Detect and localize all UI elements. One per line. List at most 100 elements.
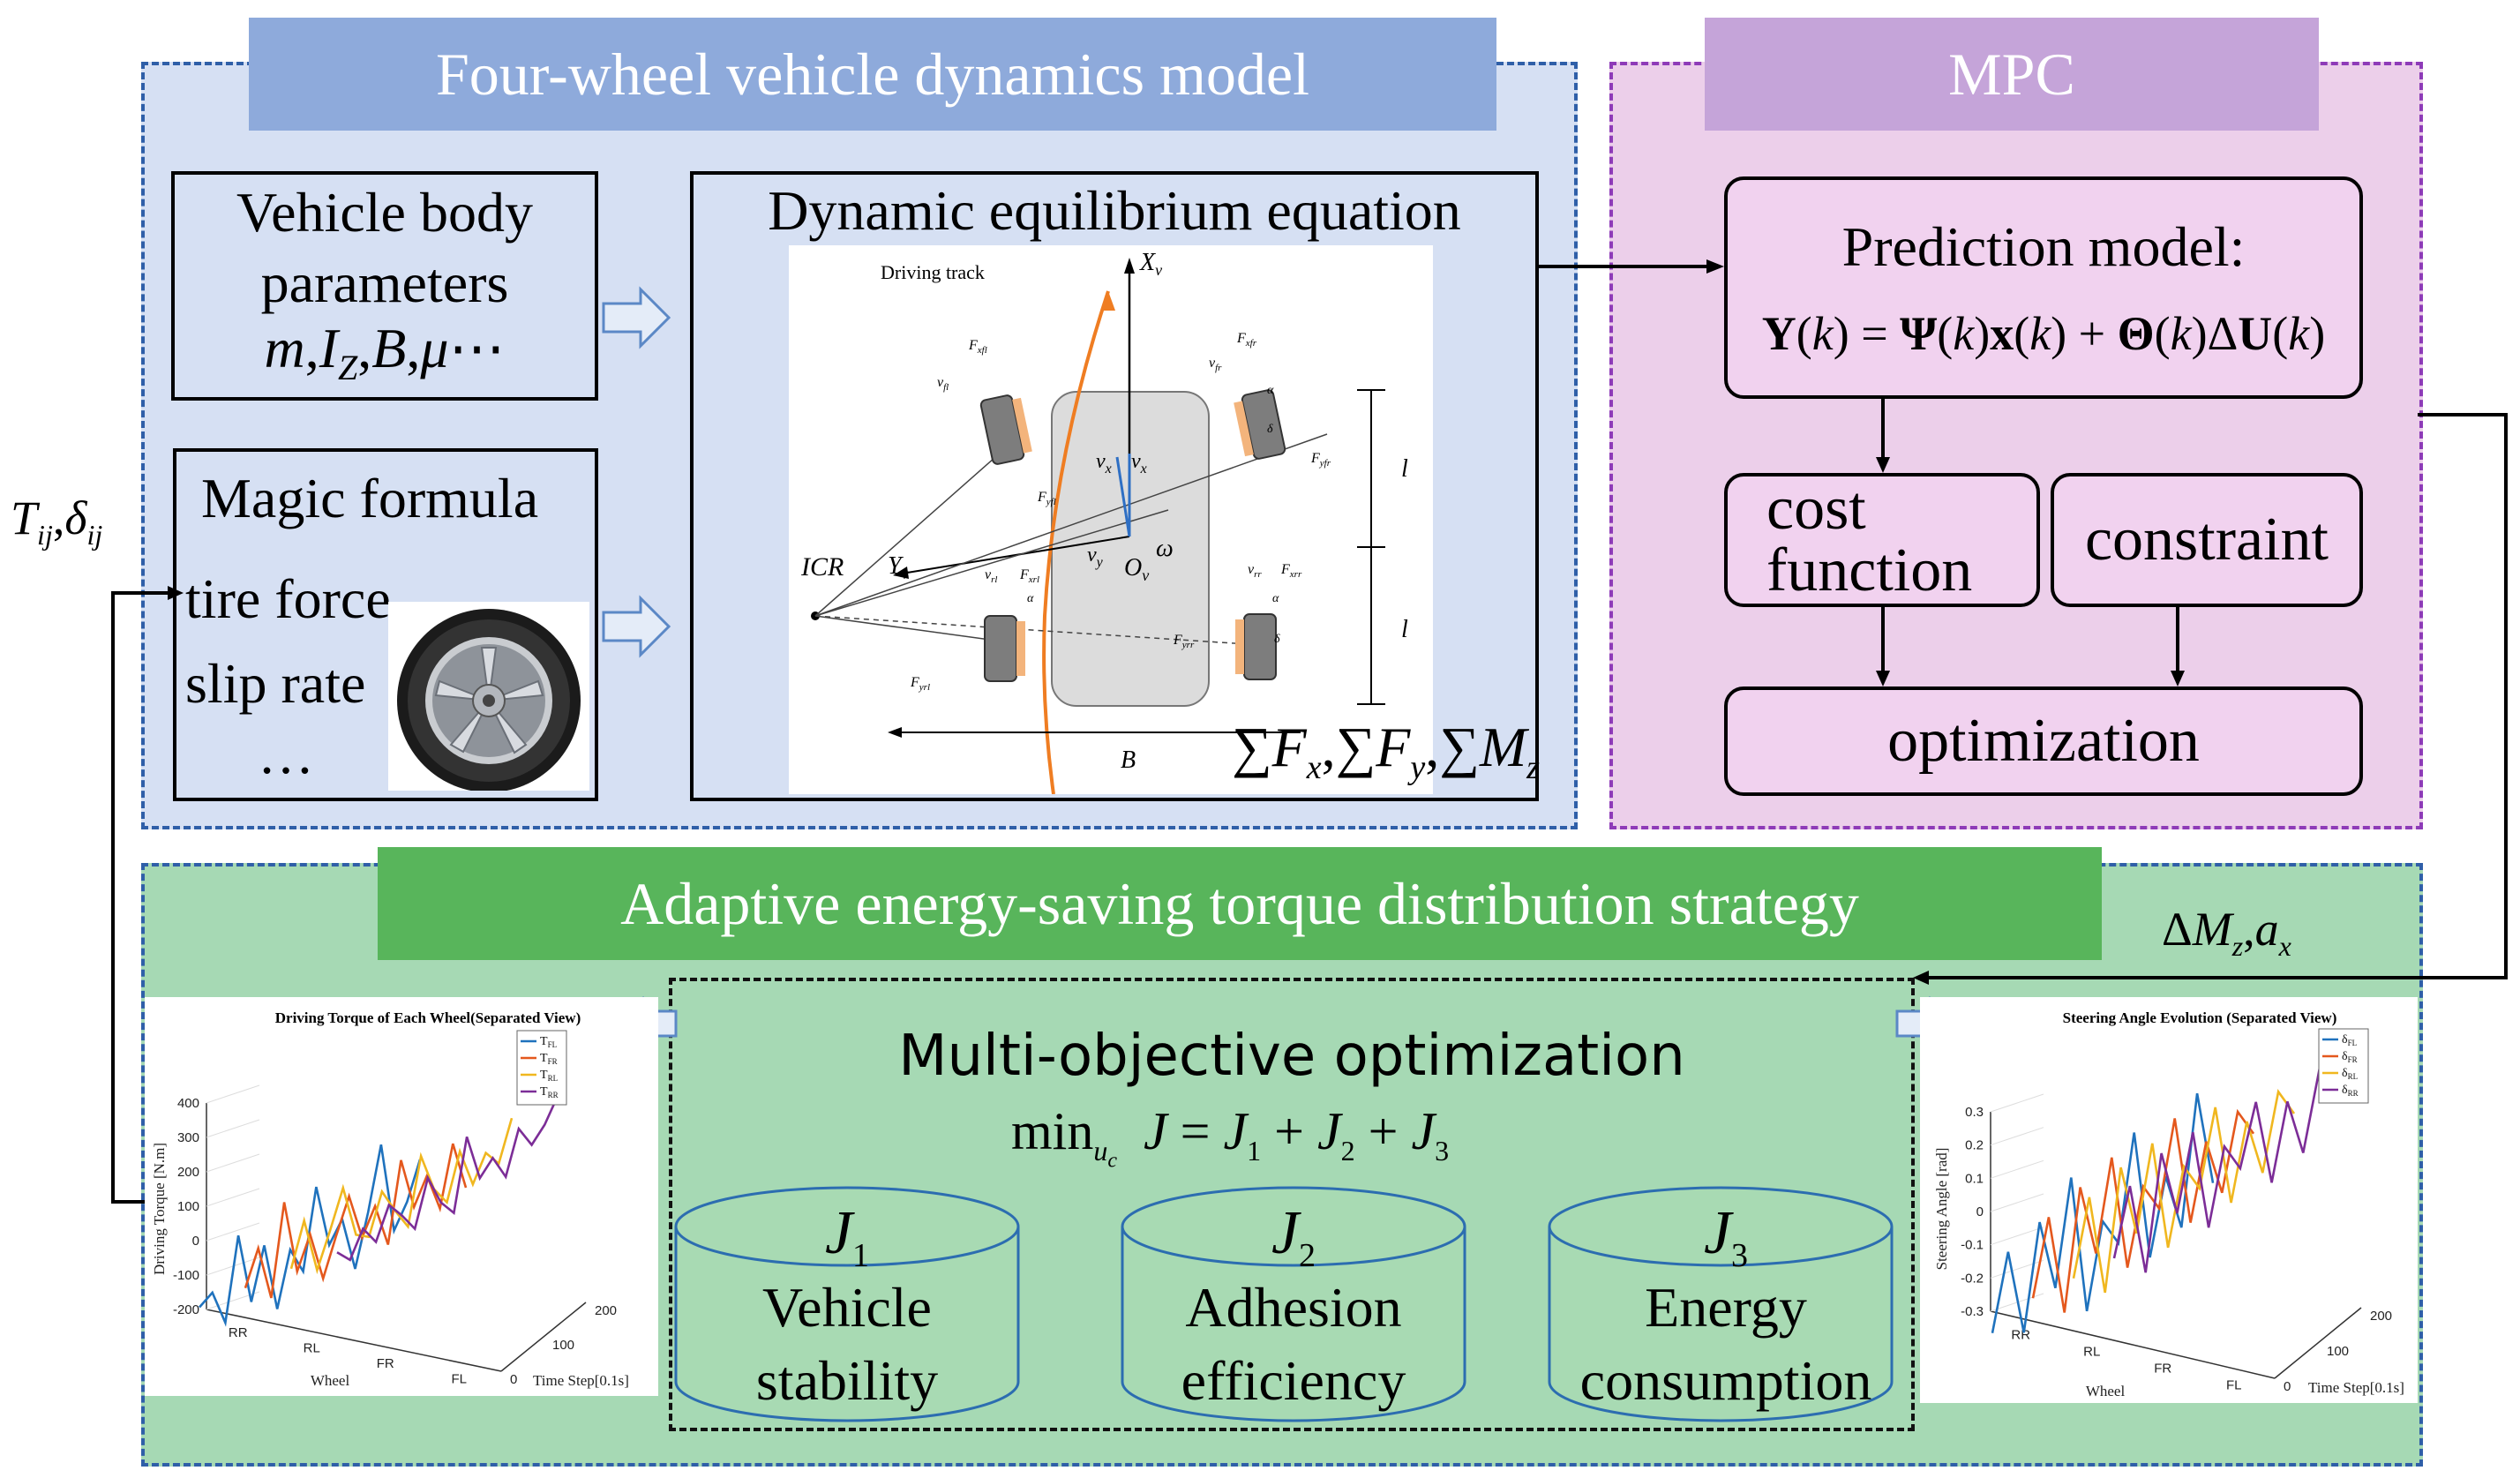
moo-box (669, 978, 1915, 1431)
prediction-model-title: Prediction model: (1841, 215, 2246, 278)
mpc-banner: MPC (1705, 18, 2319, 131)
cylinder-3-J: J3 (1703, 1199, 1749, 1274)
z-tick-label: 0.1 (1965, 1171, 1984, 1186)
cost-function-box: cost function (1724, 473, 2040, 607)
grid-line (1990, 1127, 2044, 1146)
magic-formula-line2: slip rate (185, 652, 366, 715)
dynamics-banner: Four-wheel vehicle dynamics model (249, 18, 1496, 131)
svg-text:ω: ω (1156, 535, 1174, 562)
wheel-axis-label: Wheel (2086, 1383, 2126, 1399)
svg-text:vx: vx (1096, 450, 1112, 476)
legend-entry: δRR (2342, 1084, 2359, 1098)
z-tick-label: -200 (173, 1302, 199, 1317)
svg-text:l: l (1401, 455, 1408, 483)
hollow-arrow-magic (602, 595, 671, 658)
legend-entry: TFR (540, 1052, 558, 1066)
legend-entry: TRL (540, 1069, 558, 1083)
z-tick-label: -0.2 (1961, 1271, 1984, 1286)
grid-line (1990, 1159, 2044, 1179)
magic-formula-line1: tire force (185, 567, 391, 630)
wheel-axis (206, 1309, 502, 1372)
series-line (2112, 1069, 2336, 1273)
time-tick-label: 200 (2370, 1309, 2392, 1324)
wheel-tick-label: RR (2011, 1328, 2030, 1343)
svg-text:α: α (1272, 592, 1279, 605)
prediction-model-box: Prediction model: Y(k) = Ψ(k)x(k) + Θ(k)… (1724, 176, 2363, 399)
time-tick-label: 0 (510, 1372, 517, 1387)
time-tick-label: 200 (595, 1303, 617, 1318)
torque-plot-panel: Driving Torque of Each Wheel(Separated V… (145, 997, 658, 1396)
svg-text:Fxfr: Fxfr (1236, 331, 1257, 349)
svg-text:Fxfl: Fxfl (968, 338, 987, 356)
z-tick-label: 0 (192, 1234, 199, 1249)
svg-text:Ov: Ov (1124, 554, 1149, 584)
svg-text:vy: vy (1087, 544, 1104, 570)
z-tick-label: -100 (173, 1268, 199, 1283)
inputs-label: Tij,δij (11, 491, 103, 551)
svg-text:vrr: vrr (1248, 562, 1262, 580)
equilibrium-box: Dynamic equilibrium equation (690, 171, 1539, 801)
series-line (336, 1095, 559, 1262)
legend-entry: TRR (540, 1085, 559, 1099)
moo-objective: minuc J = J1 + J2 + J3 (1011, 1102, 1450, 1173)
time-axis-label: Time Step[0.1s] (533, 1372, 629, 1389)
cylinder-2-J: J2 (1271, 1199, 1316, 1274)
z-tick-label: 0.2 (1965, 1138, 1984, 1153)
svg-text:Fyrl: Fyrl (910, 675, 930, 693)
svg-text:vfr: vfr (1209, 356, 1222, 373)
optimization-box: optimization (1724, 686, 2363, 796)
grid-line (1990, 1193, 2044, 1212)
z-axis-label: Steering Angle [rad] (1933, 1148, 1950, 1271)
wheel-tick-label: RL (304, 1340, 320, 1355)
wheel-tick-label: FL (451, 1371, 467, 1386)
svg-text:α: α (1267, 384, 1274, 397)
prediction-model-equation: Y(k) = Ψ(k)x(k) + Θ(k)ΔU(k) (1761, 307, 2326, 360)
wheel-tick-label: RR (229, 1325, 248, 1340)
grid-line (206, 1188, 260, 1207)
time-axis-label: Time Step[0.1s] (2308, 1379, 2404, 1396)
time-axis (500, 1302, 587, 1372)
vehicle-body-line1: Vehicle body (236, 181, 533, 244)
wheel-tick-label: FL (2226, 1378, 2242, 1393)
tire-image (388, 602, 589, 791)
svg-text:Fyrr: Fyrr (1173, 633, 1195, 650)
z-tick-label: -0.1 (1961, 1238, 1984, 1253)
grid-line (206, 1153, 260, 1173)
z-tick-label: -0.3 (1961, 1304, 1984, 1319)
time-tick-label: 0 (2284, 1379, 2291, 1394)
svg-text:vrl: vrl (985, 567, 997, 585)
wheel-tick-label: FR (377, 1356, 394, 1371)
svg-text:Fxrr: Fxrr (1280, 562, 1302, 580)
vehicle-body-formula: m,IZ,B,μ⋯ (264, 317, 506, 387)
svg-text:δ: δ (1274, 633, 1280, 646)
series-line (199, 1144, 422, 1327)
z-tick-label: 0.3 (1965, 1105, 1984, 1120)
z-tick-label: 200 (177, 1165, 199, 1180)
time-tick-label: 100 (2327, 1344, 2349, 1359)
svg-text:Yv: Yv (888, 552, 909, 582)
constraint-box: constraint (2051, 473, 2363, 607)
hollow-arrow-vehicle (602, 286, 671, 349)
svg-text:B: B (1121, 747, 1136, 774)
magic-formula-title: Magic formula (201, 467, 539, 529)
grid-line (206, 1222, 260, 1242)
strategy-banner: Adaptive energy-saving torque distributi… (378, 847, 2102, 960)
outputs-label: ΔMz,ax (2162, 903, 2291, 962)
svg-text:vfl: vfl (937, 375, 949, 393)
magic-formula-dots: … (258, 723, 314, 785)
z-tick-label: 100 (177, 1199, 199, 1214)
series-line (289, 1117, 514, 1275)
vehicle-body-box: Vehicle body parameters m,IZ,B,μ⋯ (171, 171, 598, 401)
torque-plot-title: Driving Torque of Each Wheel(Separated V… (274, 1009, 581, 1026)
grid-line (1990, 1227, 2044, 1246)
legend-entry: δRL (2342, 1067, 2358, 1081)
moo-title: Multi-objective optimization (898, 1024, 1685, 1089)
legend-entry: δFL (2342, 1033, 2357, 1047)
z-tick-label: 300 (177, 1130, 199, 1145)
icr-label: ICR (800, 552, 844, 581)
wheel-axis-label: Wheel (311, 1372, 350, 1389)
